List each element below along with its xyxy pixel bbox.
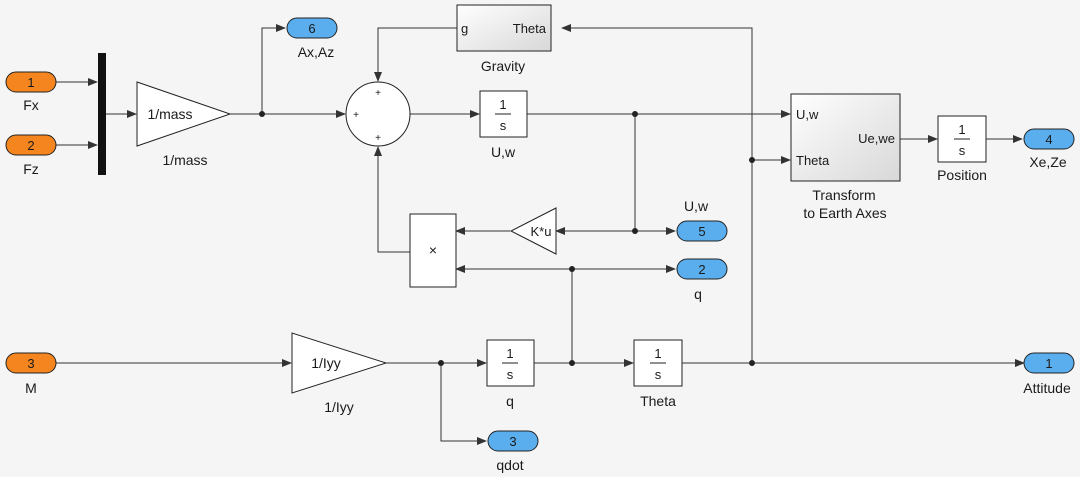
transform-label-2: to Earth Axes xyxy=(803,205,886,221)
outport-number: 2 xyxy=(698,262,705,277)
outport-number: 6 xyxy=(308,21,315,36)
integrator-uw-label: U,w xyxy=(491,144,516,160)
outport-uw[interactable]: 5 U,w xyxy=(676,198,728,242)
line-branch-qdot[interactable] xyxy=(440,363,487,445)
outport-number: 5 xyxy=(698,224,705,239)
line-product-to-sum[interactable] xyxy=(374,146,410,253)
gain-mass-label: 1/mass xyxy=(162,152,207,168)
integrator-pos-label: Position xyxy=(937,167,987,183)
outport-qdot[interactable]: 3 qdot xyxy=(487,430,539,473)
line-theta-up[interactable] xyxy=(561,24,753,363)
inport-fz[interactable]: 2 Fz xyxy=(5,134,57,177)
branch-dot-q xyxy=(569,360,575,366)
transform-label-1: Transform xyxy=(812,187,875,203)
branch-dot-mass xyxy=(259,111,265,117)
mux-block[interactable] xyxy=(98,53,106,175)
gravity-port-theta: Theta xyxy=(513,21,547,36)
line-branch-uw-out[interactable] xyxy=(634,114,676,235)
outport-q[interactable]: 2 q xyxy=(676,258,728,302)
outport-attitude[interactable]: 1 Attitude xyxy=(1023,352,1075,396)
product-block[interactable]: × xyxy=(409,213,457,288)
integrator-uw-den: s xyxy=(500,118,507,133)
gain-iyy-block[interactable]: 1/Iyy 1/Iyy xyxy=(291,332,388,415)
gravity-port-g: g xyxy=(461,21,468,36)
outport-number: 4 xyxy=(1045,132,1052,147)
transform-port-theta: Theta xyxy=(796,153,830,168)
sum-sign-bottom: + xyxy=(375,133,381,144)
outport-label: Attitude xyxy=(1023,380,1071,396)
sum-sign-top: + xyxy=(375,88,381,99)
gain-iyy-label: 1/Iyy xyxy=(324,399,354,415)
inport-label: Fx xyxy=(23,97,39,113)
gain-iyy-text: 1/Iyy xyxy=(311,355,341,371)
gain-k-block[interactable]: K*u xyxy=(509,207,557,255)
inport-fx[interactable]: 1 Fx xyxy=(5,71,57,113)
branch-dot-q-top xyxy=(569,266,575,272)
outport-label: U,w xyxy=(684,198,709,214)
outport-number: 1 xyxy=(1045,356,1052,371)
gravity-block[interactable]: g Theta Gravity xyxy=(456,4,552,74)
integrator-q-label: q xyxy=(506,393,514,409)
integrator-theta-den: s xyxy=(655,367,662,382)
branch-dot-uw xyxy=(632,111,638,117)
sum-block[interactable]: + + + xyxy=(345,81,411,147)
inport-label: Fz xyxy=(23,161,39,177)
outport-axaz[interactable]: 6 Ax,Az xyxy=(286,17,338,60)
transform-block[interactable]: U,w Theta Ue,we Transform to Earth Axes xyxy=(790,93,901,221)
integrator-theta-block[interactable]: 1 s Theta xyxy=(633,339,683,409)
gain-k-text: K*u xyxy=(531,224,552,239)
sum-sign-left: + xyxy=(353,110,359,121)
outport-label: q xyxy=(694,286,702,302)
integrator-theta-num: 1 xyxy=(654,346,661,361)
signal-lines xyxy=(56,24,1025,445)
outport-label: Xe,Ze xyxy=(1029,154,1067,170)
inport-label: M xyxy=(25,380,37,396)
integrator-pos-num: 1 xyxy=(958,122,965,137)
branch-dot-theta xyxy=(749,360,755,366)
inport-number: 3 xyxy=(27,356,34,371)
integrator-q-num: 1 xyxy=(506,346,513,361)
gain-mass-block[interactable]: 1/mass 1/mass xyxy=(136,81,232,168)
inport-number: 2 xyxy=(27,138,34,153)
inport-number: 1 xyxy=(27,75,34,90)
integrator-q-block[interactable]: 1 s q xyxy=(486,339,535,409)
outport-label: qdot xyxy=(496,457,523,473)
line-branch-axaz[interactable] xyxy=(261,24,286,114)
branch-dot-theta-transform xyxy=(749,157,755,163)
branch-dot-uw-low xyxy=(632,228,638,234)
outport-number: 3 xyxy=(509,434,516,449)
gravity-label: Gravity xyxy=(481,58,525,74)
line-gravity-to-sum[interactable] xyxy=(374,27,457,82)
outport-xeze[interactable]: 4 Xe,Ze xyxy=(1023,128,1075,170)
integrator-q-den: s xyxy=(507,367,514,382)
gain-mass-text: 1/mass xyxy=(147,106,192,122)
product-symbol: × xyxy=(429,242,437,258)
branch-points xyxy=(259,111,755,366)
transform-port-uw: U,w xyxy=(796,107,819,122)
transform-port-out: Ue,we xyxy=(858,131,895,146)
integrator-pos-den: s xyxy=(959,143,966,158)
integrator-theta-label: Theta xyxy=(640,393,676,409)
integrator-uw-block[interactable]: 1 s U,w xyxy=(479,90,528,160)
branch-dot-qdot xyxy=(438,360,444,366)
integrator-uw-num: 1 xyxy=(499,97,506,112)
inport-m[interactable]: 3 M xyxy=(5,352,57,396)
integrator-pos-block[interactable]: 1 s Position xyxy=(937,115,987,183)
outport-label: Ax,Az xyxy=(298,44,335,60)
